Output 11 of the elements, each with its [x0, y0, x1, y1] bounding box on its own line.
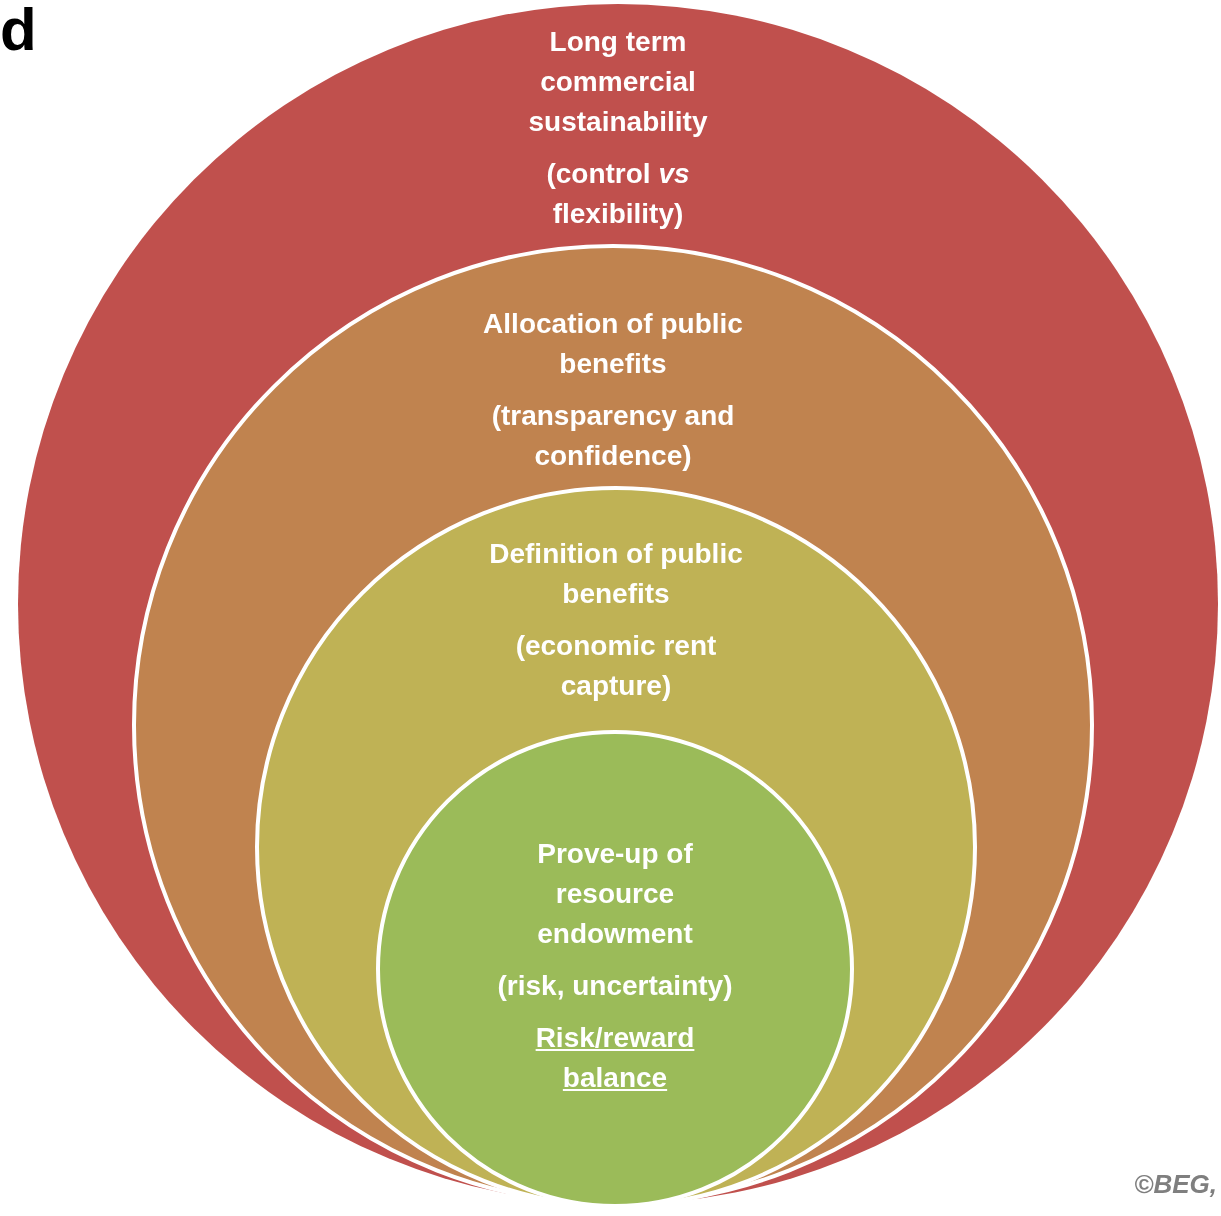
circle-subtext: (transparency and confidence): [490, 399, 736, 473]
circle-heading: Allocation of public benefits: [483, 307, 743, 381]
circle-heading: Definition of public benefits: [488, 537, 744, 611]
circle-heading: Long term commercial sustainability: [527, 25, 709, 139]
circle-subtext: Risk/reward balance: [534, 1021, 696, 1095]
circle-heading: Prove-up of resource endowment: [536, 837, 694, 951]
circle-subtext: (control vs flexibility): [545, 157, 691, 231]
circle-subtext: (economic rent capture): [514, 629, 718, 703]
copyright-note: ©BEG,: [1134, 1168, 1217, 1201]
circle-subtext: (risk, uncertainty): [496, 969, 734, 1003]
panel-letter: d: [0, 0, 37, 60]
